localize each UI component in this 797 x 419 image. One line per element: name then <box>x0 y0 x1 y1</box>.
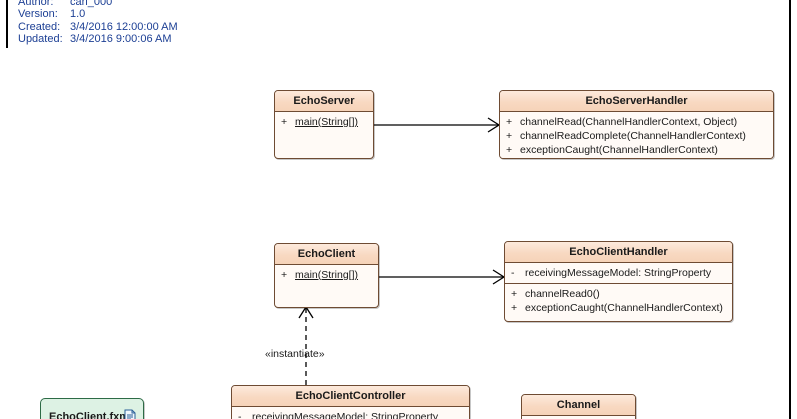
class-title-channel: Channel <box>522 395 635 416</box>
class-node-echo-client[interactable]: EchoClient + main(String[]) <box>274 243 379 308</box>
artifact-label: EchoClient.fxml <box>49 411 133 419</box>
class-methods-echo-client-handler: + channelRead0() + exceptionCaught(Channel… <box>505 283 732 318</box>
class-attribute-row: - receivingMessageModel: StringProperty <box>232 410 469 419</box>
class-method-row: + channelRead0() <box>505 287 732 301</box>
edge-client-to-handler-arrowhead <box>492 269 506 285</box>
class-method-row: + channelReadComplete(ChannelHandlerConte… <box>500 129 773 143</box>
method-signature: main(String[]) <box>295 269 359 281</box>
attribute-signature: receivingMessageModel: StringProperty <box>252 411 439 419</box>
method-signature: main(String[]) <box>295 116 359 128</box>
visibility-marker: + <box>281 116 288 128</box>
visibility-marker: - <box>238 411 242 419</box>
visibility-marker: + <box>506 116 513 128</box>
metadata-value-author: carl_000 <box>70 0 113 8</box>
class-title-echo-server-handler: EchoServerHandler <box>500 91 773 112</box>
class-node-echo-client-controller[interactable]: EchoClientController - receivingMessageMo… <box>231 385 470 419</box>
metadata-key-created: Created: <box>18 20 61 33</box>
canvas-frame-line-right <box>789 0 791 419</box>
class-title-echo-client-controller: EchoClientController <box>232 386 469 407</box>
metadata-row-author: Author: carl_000 <box>18 0 178 8</box>
edge-label-instantiate: «instantiate» <box>265 348 325 360</box>
attribute-signature: receivingMessageModel: StringProperty <box>525 267 712 279</box>
class-methods-echo-server-handler: + channelRead(ChannelHandlerContext, Obje… <box>500 112 773 158</box>
visibility-marker: - <box>511 267 515 279</box>
class-node-echo-server[interactable]: EchoServer + main(String[]) <box>274 90 374 159</box>
class-node-channel[interactable]: Channel <box>521 394 636 419</box>
visibility-marker: + <box>506 144 513 156</box>
visibility-marker: + <box>511 302 518 314</box>
class-title-echo-client-handler: EchoClientHandler <box>505 242 732 263</box>
metadata-value-updated: 3/4/2016 9:00:06 AM <box>70 33 172 46</box>
method-signature: channelRead(ChannelHandlerContext, Objec… <box>520 116 738 128</box>
class-title-echo-server: EchoServer <box>275 91 373 112</box>
class-attributes-echo-client-handler: -receivingMessageModel: StringProperty <box>505 263 732 283</box>
class-node-echo-client-handler[interactable]: EchoClientHandler -receivingMessageModel… <box>504 241 733 322</box>
class-title-echo-client: EchoClient <box>275 244 378 265</box>
visibility-marker: + <box>511 288 518 300</box>
class-methods-echo-server: + main(String[]) <box>275 112 373 132</box>
class-method-row: + main(String[]) <box>275 268 378 282</box>
metadata-value-created: 3/4/2016 12:00:00 AM <box>70 20 178 33</box>
method-signature: channelRead0() <box>525 288 600 300</box>
class-methods-echo-client: + main(String[]) <box>275 265 378 285</box>
document-icon <box>124 409 138 419</box>
metadata-row-version: Version: 1.0 <box>18 8 178 20</box>
class-attributes-echo-client-controller: - receivingMessageModel: StringProperty <box>232 407 469 419</box>
artifact-node-echo-client-fxml[interactable]: EchoClient.fxml <box>40 398 144 419</box>
method-signature: channelReadComplete(ChannelHandlerContex… <box>520 130 746 142</box>
metadata-row-created: Created: 3/4/2016 12:00:00 AM <box>18 21 178 33</box>
edge-instantiate-arrowhead <box>298 305 314 319</box>
canvas-frame-line-left <box>6 0 8 48</box>
metadata-key-version: Version: <box>18 8 58 21</box>
metadata-key-author: Author: <box>18 0 54 8</box>
visibility-marker: + <box>506 130 513 142</box>
method-signature: exceptionCaught(ChannelHandlerContext) <box>520 144 718 156</box>
class-method-row: + exceptionCaught(ChannelHandlerContext) <box>500 143 773 157</box>
diagram-metadata: Author: carl_000 Version: 1.0 Created: 3/4/… <box>18 0 178 46</box>
class-body-channel <box>522 416 635 419</box>
class-method-row: + exceptionCaught(ChannelHandlerContext) <box>505 301 732 315</box>
metadata-row-updated: Updated: 3/4/2016 9:00:06 AM <box>18 33 178 45</box>
class-attribute-row: -receivingMessageModel: StringProperty <box>505 266 732 280</box>
class-method-row: + channelRead(ChannelHandlerContext, Obje… <box>500 115 773 129</box>
method-signature: exceptionCaught(ChannelHandlerContext) <box>525 302 723 314</box>
edge-server-to-handler-arrowhead <box>487 117 501 133</box>
metadata-key-updated: Updated: <box>18 33 63 46</box>
class-node-echo-server-handler[interactable]: EchoServerHandler + channelRead(ChannelHa… <box>499 90 774 159</box>
visibility-marker: + <box>281 269 288 281</box>
class-method-row: + main(String[]) <box>275 115 373 129</box>
metadata-value-version: 1.0 <box>70 8 86 21</box>
